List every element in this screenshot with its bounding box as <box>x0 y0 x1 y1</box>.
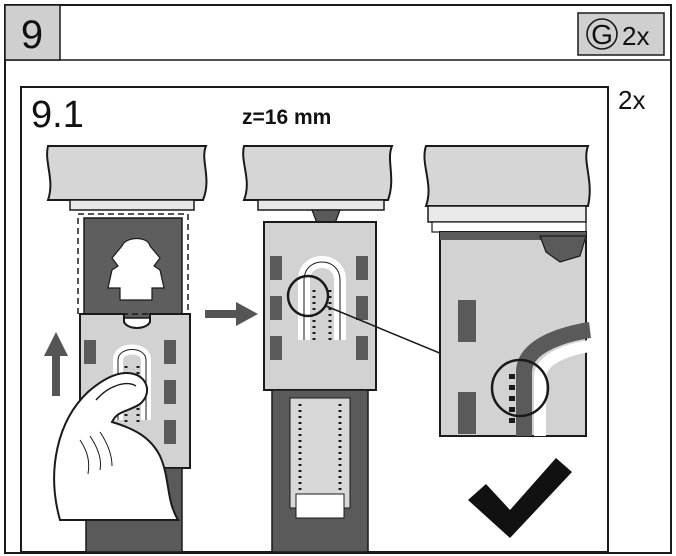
panel-installed <box>242 145 394 552</box>
panel-insert <box>44 145 208 552</box>
part-code-letter: G <box>591 19 613 50</box>
checkmark-icon <box>468 458 572 538</box>
part-code-box <box>577 12 665 56</box>
panel-detail <box>423 145 592 437</box>
dimension-label: z=16 mm <box>242 106 331 129</box>
rail-right <box>423 145 591 207</box>
rail-middle <box>242 145 394 201</box>
rail-left <box>46 145 208 201</box>
hand-thumb <box>53 372 180 521</box>
step-number-box <box>4 4 61 61</box>
arrow-up-icon <box>44 332 68 396</box>
detail-circle-large <box>490 358 550 418</box>
part-code-circle <box>586 18 618 50</box>
repeat-quantity: 2x <box>618 85 645 115</box>
detail-circle-small <box>286 274 330 318</box>
keyhole-shape <box>107 237 165 301</box>
step-number: 9 <box>21 13 43 57</box>
arrow-right-icon <box>205 302 258 326</box>
rail-foot-left <box>69 199 195 211</box>
substep-label: 9.1 <box>31 94 84 136</box>
part-quantity: 2x <box>622 21 649 51</box>
